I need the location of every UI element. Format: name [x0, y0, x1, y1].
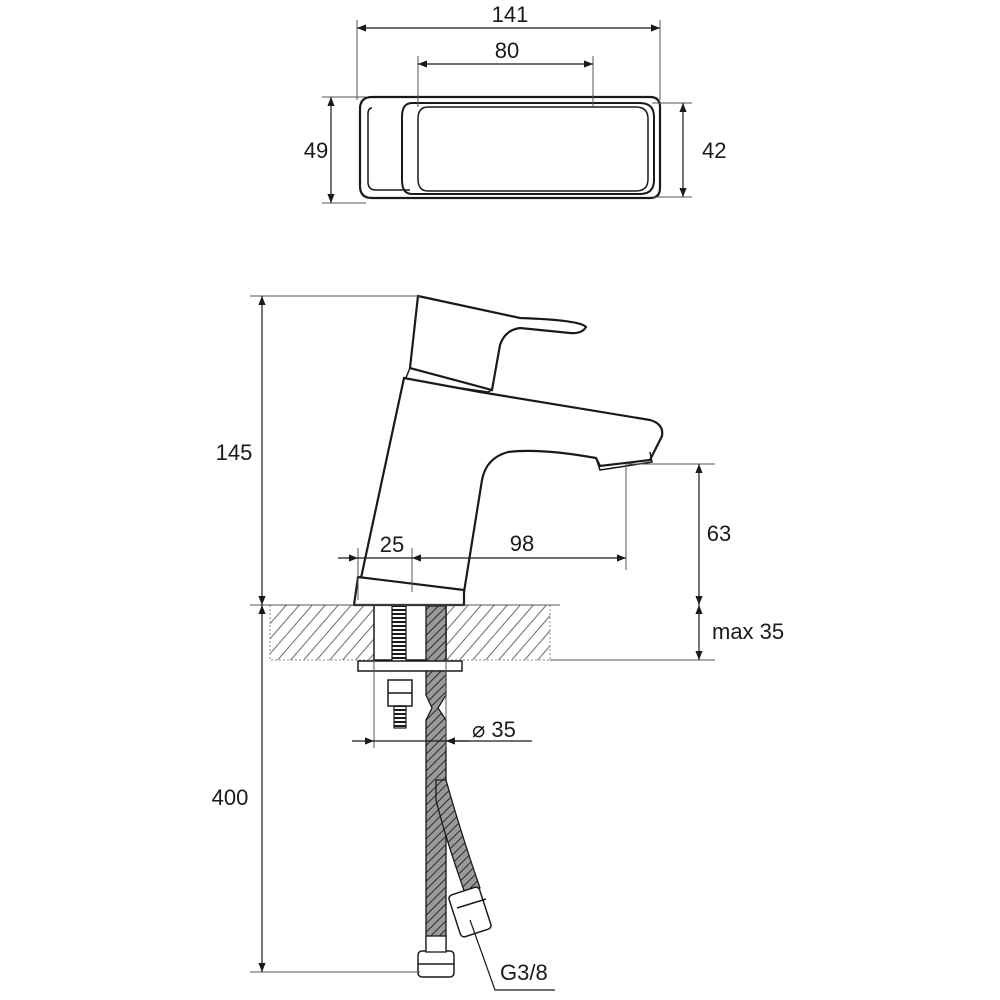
side-view: 145 400 63 max 35 25 98 ⌀ 35 G3/8 [212, 294, 784, 991]
side-view-spout-body [356, 376, 664, 594]
countertop-hatch-line [315, 605, 366, 660]
label-spout-reach: 98 [510, 531, 534, 556]
label-hose-length: 400 [212, 785, 249, 810]
countertop-hatch-line [289, 605, 340, 660]
hose-bent-connector [448, 886, 492, 938]
countertop-hatch-line [555, 595, 620, 670]
countertop-hatch-line [568, 595, 633, 670]
countertop-hatch-line [497, 605, 548, 660]
countertop-hatch-line [270, 605, 288, 625]
top-view-lever-inner [417, 106, 649, 192]
hose-straight-ferrule [425, 935, 447, 953]
label-lever-width: 80 [495, 38, 519, 63]
top-view-base-plate [358, 95, 662, 200]
countertop-hatch-line [484, 605, 535, 660]
countertop-hatch-line [302, 605, 353, 660]
label-overall-width: 141 [492, 2, 529, 27]
countertop-hatch-line [549, 659, 550, 660]
countertop-hatch-line [458, 605, 509, 660]
label-height: 145 [216, 440, 253, 465]
top-view-body-step [367, 107, 410, 191]
countertop-hatch-line [510, 614, 550, 660]
stud-end [393, 705, 407, 729]
label-base-depth: 49 [304, 138, 328, 163]
hose-upper-section [425, 605, 447, 665]
label-hole-diameter: ⌀ 35 [472, 717, 516, 742]
label-thread: G3/8 [500, 960, 548, 985]
side-view-lever [408, 294, 588, 392]
top-view-lever-outline [401, 102, 655, 195]
label-lever-depth: 42 [702, 138, 726, 163]
countertop-hatch-line [523, 629, 550, 660]
countertop-hatch-line [270, 605, 314, 655]
top-view: 141 80 49 42 [304, 2, 726, 204]
countertop-hatch-line [536, 644, 550, 660]
label-spout-height: 63 [707, 521, 731, 546]
countertop-hatch-line [270, 605, 301, 640]
thread-leader-line [469, 919, 555, 991]
countertop-hatch-line [471, 605, 522, 660]
countertop-hatch-line [445, 605, 496, 660]
fixing-washer [357, 660, 463, 672]
threaded-rod [391, 605, 407, 665]
label-base-offset: 25 [380, 532, 404, 557]
label-counter-thickness: max 35 [712, 619, 784, 644]
countertop-hatch-line [276, 605, 327, 660]
